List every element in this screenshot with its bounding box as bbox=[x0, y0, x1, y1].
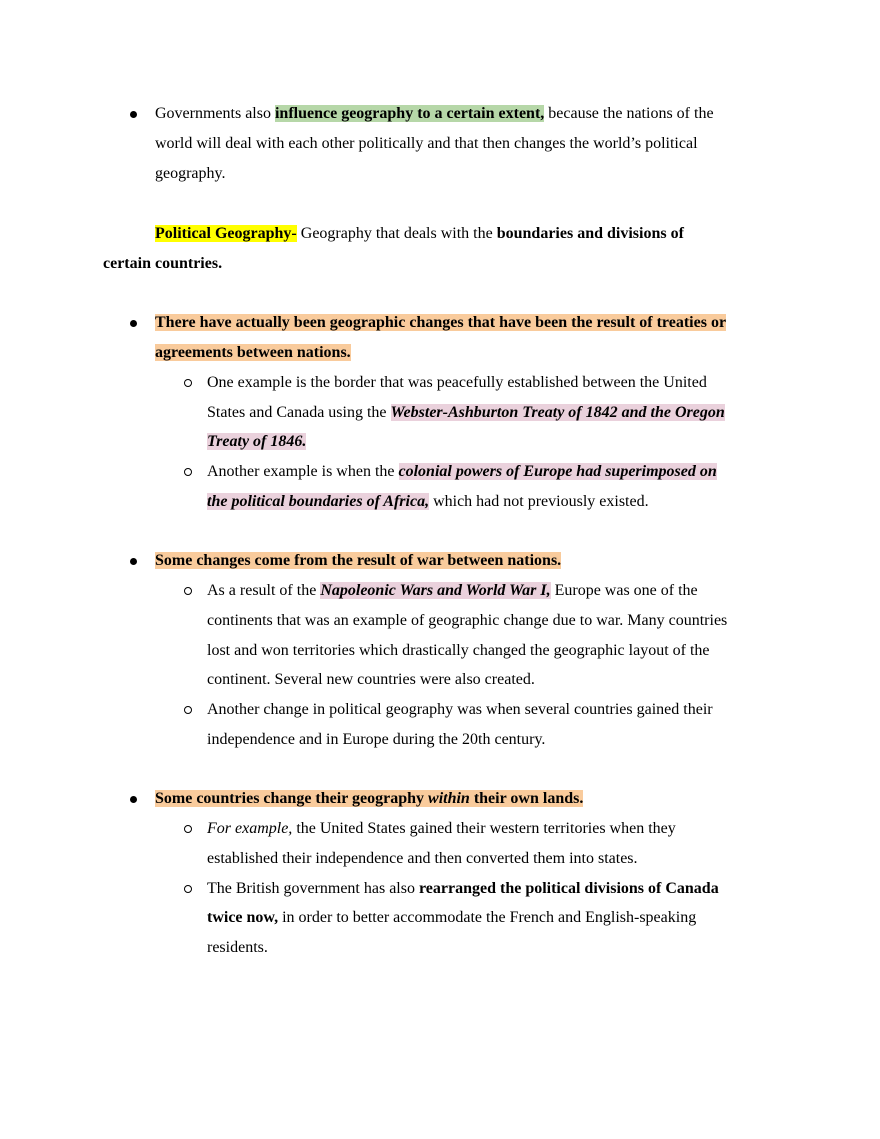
sub-bullet-icon bbox=[184, 700, 192, 720]
section1-heading-line-2: agreements between nations. bbox=[155, 343, 351, 363]
text: because the nations of the bbox=[544, 105, 714, 122]
section3-sub2-line-3: residents. bbox=[207, 939, 268, 956]
section1-heading-line-1: There have actually been geographic chan… bbox=[155, 313, 727, 333]
highlighted-text: colonial powers of Europe had superimpos… bbox=[398, 463, 717, 480]
sub-bullet-icon bbox=[184, 581, 192, 601]
intro-line-2: world will deal with each other politica… bbox=[155, 135, 698, 152]
bold-text: twice now, bbox=[207, 909, 279, 926]
section2-sub2-line-1: Another change in political geography wa… bbox=[207, 701, 713, 718]
text: the United States gained their western t… bbox=[292, 820, 676, 837]
text: their own lands. bbox=[469, 790, 584, 807]
bullet-icon bbox=[130, 789, 137, 809]
definition-term: Political Geography- bbox=[155, 225, 297, 242]
text: Governments also bbox=[155, 105, 275, 122]
section3-sub1-line-2: established their independence and then … bbox=[207, 850, 638, 867]
definition-line-2: certain countries. bbox=[103, 255, 223, 272]
sub-bullet-icon bbox=[184, 819, 192, 839]
highlighted-text: the political boundaries of Africa, bbox=[207, 493, 430, 510]
section3-sub2-line-1: The British government has also rearrang… bbox=[207, 879, 719, 899]
section1-sub2-line-2: the political boundaries of Africa, whic… bbox=[207, 492, 649, 512]
section3-sub1-line-1: For example, the United States gained th… bbox=[207, 819, 676, 839]
section1-sub1-line-1: One example is the border that was peace… bbox=[207, 374, 707, 391]
bullet-icon bbox=[130, 104, 137, 124]
highlighted-text: Treaty of 1846. bbox=[207, 433, 307, 450]
text: which had not previously existed. bbox=[429, 493, 649, 510]
section-heading: Some changes come from the result of war… bbox=[155, 552, 562, 569]
section2-sub1-line-4: continent. Several new countries were al… bbox=[207, 671, 535, 688]
section-heading: There have actually been geographic chan… bbox=[155, 314, 727, 331]
section1-sub1-line-3: Treaty of 1846. bbox=[207, 432, 307, 452]
bold-text: boundaries and divisions of bbox=[496, 225, 684, 242]
bullet-icon bbox=[130, 551, 137, 571]
sub-bullet-icon bbox=[184, 879, 192, 899]
text: in order to better accommodate the Frenc… bbox=[278, 909, 697, 926]
intro-line-3: geography. bbox=[155, 165, 226, 182]
section3-heading: Some countries change their geography wi… bbox=[155, 789, 584, 809]
text: The British government has also bbox=[207, 880, 419, 897]
text: Some countries change their geography bbox=[155, 790, 429, 807]
section1-sub2-line-1: Another example is when the colonial pow… bbox=[207, 462, 717, 482]
section1-sub1-line-2: States and Canada using the Webster-Ashb… bbox=[207, 403, 725, 423]
text: As a result of the bbox=[207, 582, 321, 599]
italic-text: For example, bbox=[207, 820, 293, 837]
section2-sub1-line-2: continents that was an example of geogra… bbox=[207, 612, 728, 629]
sub-bullet-icon bbox=[184, 373, 192, 393]
bold-text: rearranged the political divisions of Ca… bbox=[418, 880, 719, 897]
section2-sub1-line-1: As a result of the Napoleonic Wars and W… bbox=[207, 581, 698, 601]
section2-sub2-line-2: independence and in Europe during the 20… bbox=[207, 731, 546, 748]
italic-text: within bbox=[428, 790, 470, 807]
highlighted-text: Webster-Ashburton Treaty of 1842 and the… bbox=[390, 404, 725, 421]
text: Another example is when the bbox=[207, 463, 399, 480]
bullet-icon bbox=[130, 313, 137, 333]
sub-bullet-icon bbox=[184, 462, 192, 482]
highlighted-text: influence geography to a certain extent, bbox=[274, 105, 545, 122]
section-heading: Some countries change their geography wi… bbox=[155, 790, 584, 807]
definition-line-1: Political Geography- Geography that deal… bbox=[155, 224, 684, 244]
text: States and Canada using the bbox=[207, 404, 391, 421]
section-heading: agreements between nations. bbox=[155, 344, 351, 361]
section3-sub2-line-2: twice now, in order to better accommodat… bbox=[207, 908, 696, 928]
highlighted-text: Napoleonic Wars and World War I, bbox=[320, 582, 551, 599]
intro-line-1: Governments also influence geography to … bbox=[155, 104, 714, 124]
section2-sub1-line-3: lost and won territories which drastical… bbox=[207, 642, 710, 659]
text: Geography that deals with the bbox=[296, 225, 497, 242]
text: Europe was one of the bbox=[550, 582, 698, 599]
section2-heading: Some changes come from the result of war… bbox=[155, 551, 562, 571]
